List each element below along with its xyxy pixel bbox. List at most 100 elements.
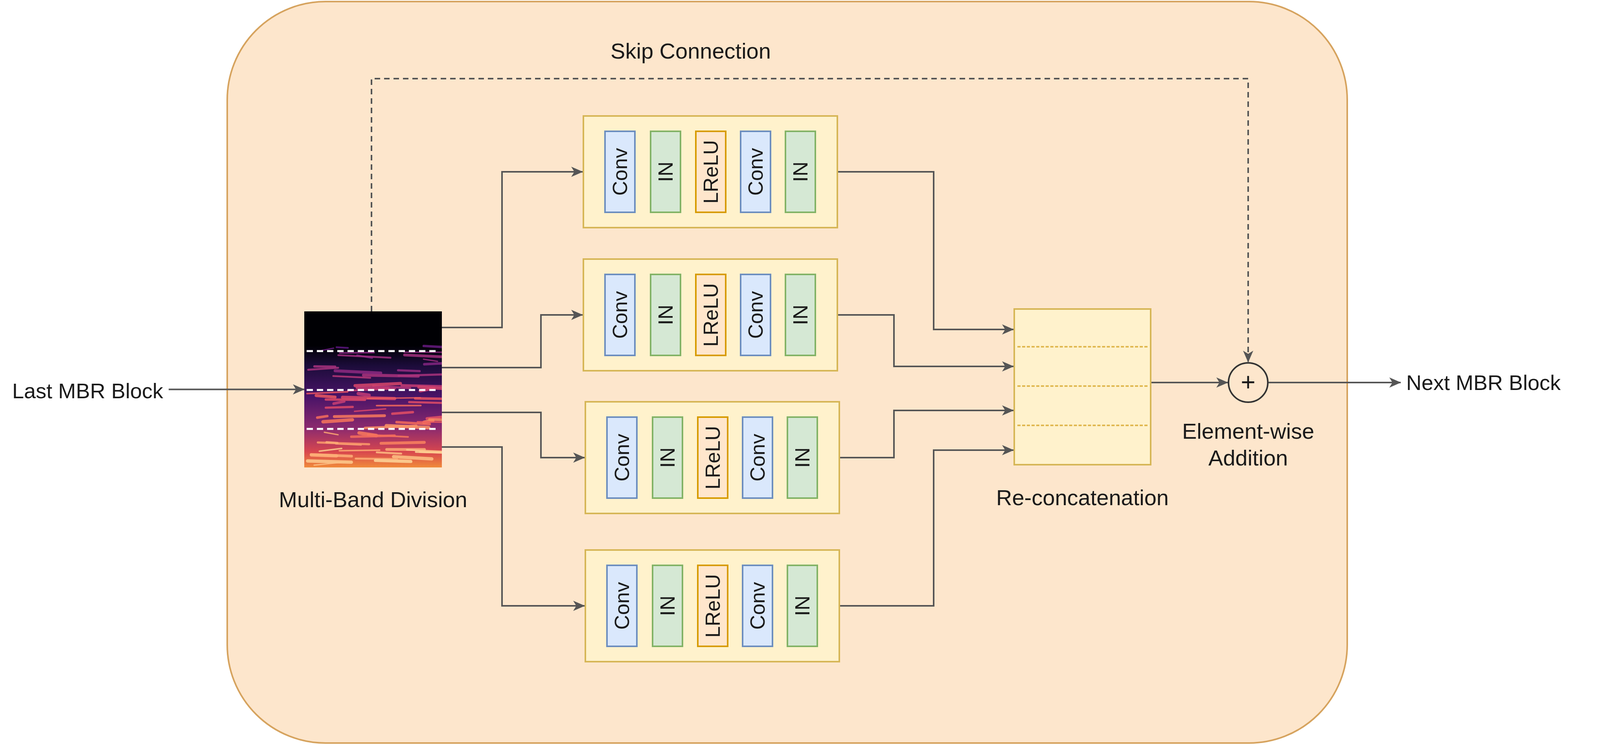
harmonic-streak (380, 442, 425, 444)
norm-layer-box: IN (651, 416, 684, 499)
harmonic-streak (338, 354, 391, 358)
harmonic-streak (307, 391, 348, 394)
layer-label: IN (655, 161, 676, 183)
harmonic-streak (319, 448, 342, 452)
harmonic-streak (392, 411, 413, 414)
harmonic-streak (367, 397, 421, 399)
act-layer-box: LReLU (697, 416, 729, 499)
harmonic-streak (321, 347, 334, 351)
harmonic-streak (323, 419, 353, 422)
layer-label: IN (657, 447, 678, 468)
edge-label: Skip Connection (608, 37, 774, 65)
layer-label: LReLU (700, 139, 721, 204)
act-layer-box: LReLU (695, 130, 727, 214)
harmonic-streak (376, 404, 422, 407)
spectrogram-background (304, 311, 442, 468)
connector-arrow (840, 450, 1014, 606)
layer-label: Conv (609, 147, 631, 196)
harmonic-streak (354, 383, 401, 386)
harmonic-streak (404, 354, 442, 358)
norm-layer-box: IN (784, 130, 817, 214)
band-boundary (1017, 385, 1148, 387)
layer-label: Conv (747, 433, 768, 482)
band-boundary (1017, 345, 1148, 348)
layer-label: IN (655, 304, 676, 326)
connector-arrow (168, 388, 305, 391)
harmonic-streak (339, 450, 380, 451)
connector-arrow (441, 446, 585, 606)
connector-arrow (441, 314, 583, 368)
spectrogram-harmonics (307, 345, 442, 466)
band-divider (306, 350, 440, 353)
harmonic-streak (318, 442, 370, 445)
conv-layer-box: Conv (606, 564, 638, 648)
layer-label: Conv (611, 433, 633, 482)
caption-label: Element-wise Addition (1165, 417, 1331, 472)
harmonic-streak (358, 393, 369, 396)
mbr-block-outline (227, 1, 1348, 743)
band-branch-box: Conv IN LReLU Conv IN (584, 549, 841, 663)
conv-layer-box: Conv (604, 273, 636, 357)
connector-arrow (838, 314, 1014, 367)
connector-arrow (1268, 381, 1401, 384)
layer-label: Conv (745, 290, 766, 339)
harmonic-streak (386, 425, 429, 428)
act-layer-box: LReLU (697, 564, 729, 648)
layer-label: IN (790, 304, 811, 326)
conv-layer-box: Conv (604, 130, 636, 214)
act-layer-box: LReLU (695, 273, 727, 357)
endpoint-label: Next MBR Block (1406, 369, 1561, 396)
layer-label: IN (792, 595, 813, 617)
addition-circle: +Element-wise Addition (1227, 362, 1269, 403)
connector-arrow (441, 171, 583, 328)
harmonic-streak (317, 415, 328, 418)
layer-label: IN (792, 447, 813, 468)
norm-layer-box: IN (786, 416, 819, 499)
conv-layer-box: Conv (739, 273, 772, 357)
connector-arrow (1151, 381, 1228, 384)
harmonic-streak (335, 370, 381, 374)
harmonic-streak (406, 449, 442, 452)
connector-arrow (441, 412, 585, 458)
endpoint-label: Last MBR Block (12, 378, 164, 404)
endpoint-text: Next MBR Block (1406, 369, 1561, 396)
norm-layer-box: IN (649, 130, 682, 214)
band-branch-box: Conv IN LReLU Conv IN (582, 258, 839, 372)
spectrogram-image (304, 311, 474, 468)
caption-label: Re-concatenation (996, 484, 1169, 511)
harmonic-streak (415, 398, 442, 400)
layer-label: LReLU (700, 283, 721, 347)
conv-layer-box: Conv (741, 416, 774, 499)
band-divider (306, 389, 440, 392)
layer-label: Conv (609, 290, 631, 339)
harmonic-streak (423, 345, 442, 348)
harmonic-streak (396, 422, 430, 425)
harmonic-streak (376, 452, 401, 454)
harmonic-streak (316, 395, 335, 398)
harmonic-streak (326, 442, 338, 444)
harmonic-streak (333, 401, 345, 404)
layer-label: Conv (747, 581, 768, 630)
harmonic-streak (308, 367, 339, 370)
harmonic-streak (354, 408, 386, 412)
harmonic-streak (424, 362, 442, 365)
plus-symbol: + (1240, 369, 1256, 395)
harmonic-streak (355, 458, 398, 460)
harmonic-streak (307, 460, 352, 462)
harmonic-streak (333, 376, 371, 378)
layer-label: Conv (611, 581, 633, 630)
endpoint-text: Last MBR Block (12, 378, 164, 404)
layer-label: Conv (745, 147, 766, 196)
band-boundary (1017, 424, 1148, 427)
re-concatenation-box: Re-concatenation (1013, 308, 1152, 466)
harmonic-streak (363, 375, 419, 376)
conv-layer-box: Conv (741, 564, 774, 648)
band-divider (306, 428, 440, 431)
layer-label: LReLU (702, 573, 723, 638)
layer-label: IN (657, 595, 678, 617)
caption-label: Multi-Band Division (278, 486, 468, 513)
norm-layer-box: IN (649, 273, 682, 357)
conv-layer-box: Conv (606, 416, 638, 499)
harmonic-streak (351, 435, 395, 437)
layer-label: IN (790, 161, 811, 183)
